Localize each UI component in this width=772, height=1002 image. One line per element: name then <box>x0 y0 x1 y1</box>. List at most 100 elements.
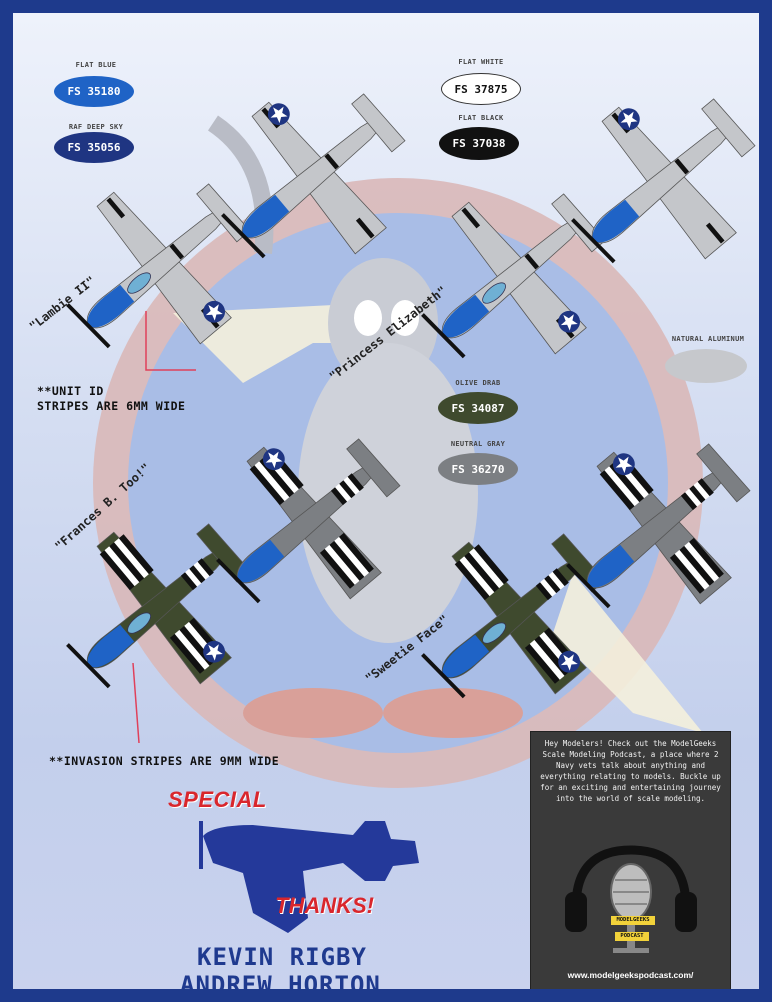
swatch-neutral-gray: FS 36270 <box>438 453 518 485</box>
fuselage-stripes <box>330 473 364 506</box>
aircraft-princess-bottom <box>571 98 756 264</box>
swatch-flat-blue-label: FLAT BLUE <box>75 61 117 69</box>
thanks-title: THANKS! <box>275 893 374 918</box>
wing-stripes <box>99 534 224 674</box>
aircraft-sweetie-bottom <box>566 443 751 609</box>
invasion-stripe <box>174 629 210 670</box>
invasion-stripe <box>464 552 500 593</box>
invasion-stripes-note: **INVASION STRIPES ARE 9MM WIDE <box>49 754 280 768</box>
propeller <box>216 558 261 604</box>
invasion-stripe <box>548 571 565 590</box>
invasion-stripe <box>669 553 705 594</box>
invasion-stripe <box>114 538 149 579</box>
swatch-raf-deep-sky-label: RAF DEEP SKY <box>68 123 124 131</box>
aircraft-frances-bottom <box>216 438 401 604</box>
podcast-logo-line1: MODELGEEKS <box>616 917 650 923</box>
tailplane <box>346 438 401 498</box>
id-stripe <box>461 207 481 229</box>
aircraft-group <box>66 93 756 699</box>
fuselage-stripes <box>680 478 714 511</box>
special-thanks-plane <box>199 821 419 933</box>
star-icon <box>205 644 223 661</box>
invasion-stripe <box>118 534 154 575</box>
fuselage-stripes <box>180 558 214 591</box>
swatch-flat-black-label: FLAT BLACK <box>458 114 504 122</box>
canopy <box>127 272 151 294</box>
blue-nose <box>592 199 640 243</box>
tailplane <box>351 93 406 153</box>
blue-nose <box>87 284 135 328</box>
invasion-stripe <box>189 565 206 584</box>
star-icon <box>620 111 638 129</box>
invasion-stripe <box>599 470 635 511</box>
invasion-stripe <box>524 643 560 684</box>
swatch-raf-deep-sky: FS 35056 <box>54 132 134 163</box>
podcast-promo-box: Hey Modelers! Check out the ModelGeeks S… <box>530 731 731 989</box>
star-icon <box>560 654 578 671</box>
invasion-stripe <box>454 560 490 601</box>
invasion-stripe <box>685 488 702 507</box>
podcast-url-link[interactable]: www.modelgeekspodcast.com/ <box>567 970 694 980</box>
invasion-stripe <box>544 575 561 594</box>
invasion-stripe <box>529 639 565 680</box>
aircraft-lambie-bottom <box>221 93 406 259</box>
aircraft-princess-top <box>421 193 606 359</box>
propeller <box>221 213 266 259</box>
blue-nose <box>442 294 490 338</box>
invasion-stripe <box>680 492 698 511</box>
tailplane <box>701 98 756 158</box>
invasion-stripe <box>335 483 352 502</box>
star-icon <box>265 451 283 469</box>
swatch-flat-blue: FS 35180 <box>54 76 134 107</box>
podcast-logo <box>565 845 697 953</box>
swatch-neutral-gray-label: NEUTRAL GRAY <box>450 440 506 448</box>
invasion-stripe <box>689 537 724 578</box>
credit-name-2: ANDREW HORTON <box>180 971 381 999</box>
invasion-stripe <box>185 568 202 587</box>
artwork-canvas <box>66 93 756 933</box>
tailplane <box>696 443 751 503</box>
invasion-stripe <box>324 544 360 585</box>
invasion-stripe <box>689 485 706 504</box>
id-stripe <box>324 153 340 170</box>
id-stripe <box>674 158 690 175</box>
aircraft-frances-top <box>66 523 251 689</box>
invasion-stripe <box>197 558 214 577</box>
invasion-stripe <box>193 561 210 580</box>
headphones-icon <box>565 845 697 932</box>
invasion-stripe <box>535 582 553 601</box>
aircraft-lambie-top <box>66 183 251 349</box>
invasion-stripe <box>459 556 495 597</box>
unit-id-note-line1: **UNIT ID <box>37 384 104 398</box>
blue-nose <box>87 624 135 668</box>
invasion-stripe <box>169 633 205 674</box>
swatch-flat-black: FS 37038 <box>439 127 519 160</box>
invasion-stripe <box>674 549 710 590</box>
id-stripe <box>705 222 725 244</box>
invasion-stripe <box>684 541 720 582</box>
invasion-stripe <box>319 548 355 589</box>
blue-nose <box>587 544 635 588</box>
invasion-stripe <box>180 572 198 591</box>
invasion-stripe <box>347 473 364 492</box>
swatch-olive-drab: FS 34087 <box>438 392 518 424</box>
invasion-stripe <box>339 480 356 499</box>
unit-id-note-line2: STRIPES ARE 6MM WIDE <box>37 399 186 413</box>
invasion-stripe <box>339 532 374 573</box>
star-icon <box>615 456 633 474</box>
invasion-stripe <box>540 578 557 597</box>
invasion-stripe <box>99 550 135 591</box>
credit-name-1: KEVIN RIGBY <box>197 943 367 971</box>
invasion-stripe <box>473 544 509 585</box>
propeller <box>421 653 466 699</box>
invasion-stripe <box>697 478 714 497</box>
unit-id-leader-lines <box>145 311 196 371</box>
canopy <box>482 282 506 304</box>
id-stripe <box>355 217 375 239</box>
invasion-stripe <box>109 542 145 583</box>
invasion-stripe <box>249 465 285 506</box>
invasion-stripe <box>469 548 504 589</box>
propeller <box>421 313 466 359</box>
invasion-stripe <box>254 461 290 502</box>
